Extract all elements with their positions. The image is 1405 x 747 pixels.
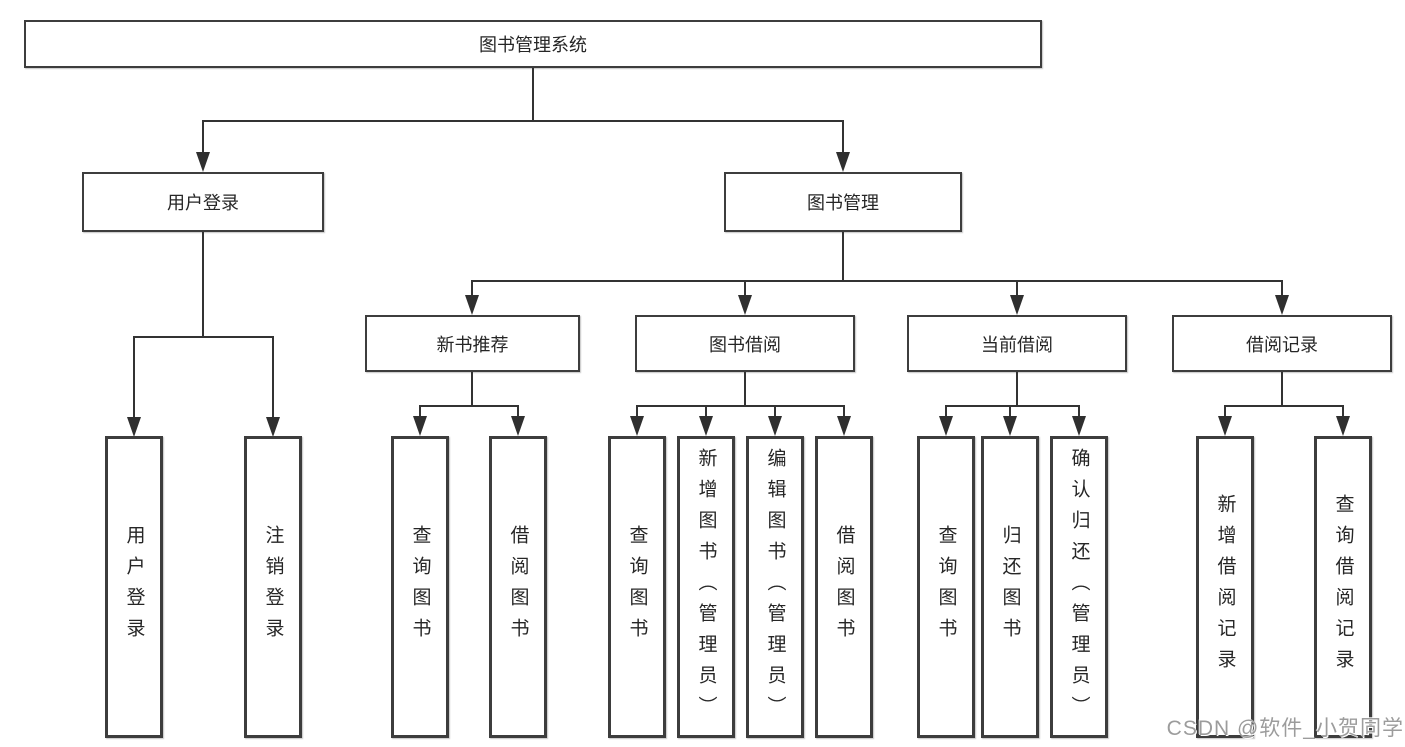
arrow-down-icon: [511, 416, 525, 436]
node-leaf-add-borrow-record: 新增借阅记录: [1196, 436, 1254, 738]
node-root: 图书管理系统: [24, 20, 1042, 68]
connector-to-leaf: [1078, 405, 1080, 416]
connector-to-user-login: [202, 120, 204, 152]
arrow-down-icon: [196, 152, 210, 172]
connector-to-leaf: [133, 336, 135, 417]
connector-user-login-stem: [202, 232, 204, 336]
connector-to-leaf: [774, 405, 776, 416]
connector-new-book-branch: [419, 405, 519, 407]
node-user-login: 用户登录: [82, 172, 324, 232]
connector-to-leaf: [1009, 405, 1011, 416]
arrow-down-icon: [738, 295, 752, 315]
node-leaf-query-books-2: 查询图书: [608, 436, 666, 738]
connector-current-branch: [945, 405, 1080, 407]
arrow-down-icon: [1336, 416, 1350, 436]
connector-to-leaf: [636, 405, 638, 416]
arrow-down-icon: [836, 152, 850, 172]
node-leaf-edit-book-admin: 编辑图书（管理员）: [746, 436, 804, 738]
connector-to-leaf: [705, 405, 707, 416]
arrow-down-icon: [127, 417, 141, 437]
node-leaf-query-books-3: 查询图书: [917, 436, 975, 738]
node-leaf-query-borrow-record: 查询借阅记录: [1314, 436, 1372, 738]
arrow-down-icon: [1275, 295, 1289, 315]
connector-level2-branch: [202, 120, 844, 122]
arrow-down-icon: [1218, 416, 1232, 436]
arrow-down-icon: [630, 416, 644, 436]
node-leaf-add-book-admin: 新增图书（管理员）: [677, 436, 735, 738]
csdn-watermark: CSDN @软件_小贺同学: [1166, 717, 1404, 740]
arrow-down-icon: [413, 416, 427, 436]
connector-to-leaf: [419, 405, 421, 416]
arrow-down-icon: [1003, 416, 1017, 436]
node-new-book-recommend: 新书推荐: [365, 315, 580, 372]
connector-to-leaf: [843, 405, 845, 416]
node-leaf-borrow-books-2: 借阅图书: [815, 436, 873, 738]
arrow-down-icon: [465, 295, 479, 315]
node-borrow-records: 借阅记录: [1172, 315, 1392, 372]
node-leaf-query-books-1: 查询图书: [391, 436, 449, 738]
arrow-down-icon: [837, 416, 851, 436]
connector-to-current: [1016, 280, 1018, 295]
node-leaf-user-login: 用户登录: [105, 436, 163, 738]
connector-records-stem: [1281, 372, 1283, 405]
connector-borrow-stem: [744, 372, 746, 405]
node-leaf-return-book: 归还图书: [981, 436, 1039, 738]
arrow-down-icon: [266, 417, 280, 437]
arrow-down-icon: [768, 416, 782, 436]
connector-root-stem: [532, 68, 534, 120]
connector-level3-branch: [471, 280, 1283, 282]
connector-to-leaf: [517, 405, 519, 416]
connector-to-leaf: [1224, 405, 1226, 416]
arrow-down-icon: [699, 416, 713, 436]
node-book-borrow: 图书借阅: [635, 315, 855, 372]
connector-records-branch: [1224, 405, 1344, 407]
node-current-borrow: 当前借阅: [907, 315, 1127, 372]
node-leaf-confirm-return-admin: 确认归还（管理员）: [1050, 436, 1108, 738]
arrow-down-icon: [1010, 295, 1024, 315]
connector-book-mgmt-stem: [842, 232, 844, 280]
connector-current-stem: [1016, 372, 1018, 405]
connector-to-leaf: [272, 336, 274, 417]
connector-to-records: [1281, 280, 1283, 295]
node-leaf-borrow-books-1: 借阅图书: [489, 436, 547, 738]
connector-borrow-branch: [636, 405, 845, 407]
connector-to-new-book: [471, 280, 473, 295]
connector-to-leaf: [945, 405, 947, 416]
connector-to-book-mgmt: [842, 120, 844, 152]
arrow-down-icon: [939, 416, 953, 436]
connector-to-leaf: [1342, 405, 1344, 416]
connector-to-borrow: [744, 280, 746, 295]
connector-user-login-branch: [133, 336, 274, 338]
node-book-management: 图书管理: [724, 172, 962, 232]
node-leaf-logout: 注销登录: [244, 436, 302, 738]
arrow-down-icon: [1072, 416, 1086, 436]
connector-new-book-stem: [471, 372, 473, 405]
